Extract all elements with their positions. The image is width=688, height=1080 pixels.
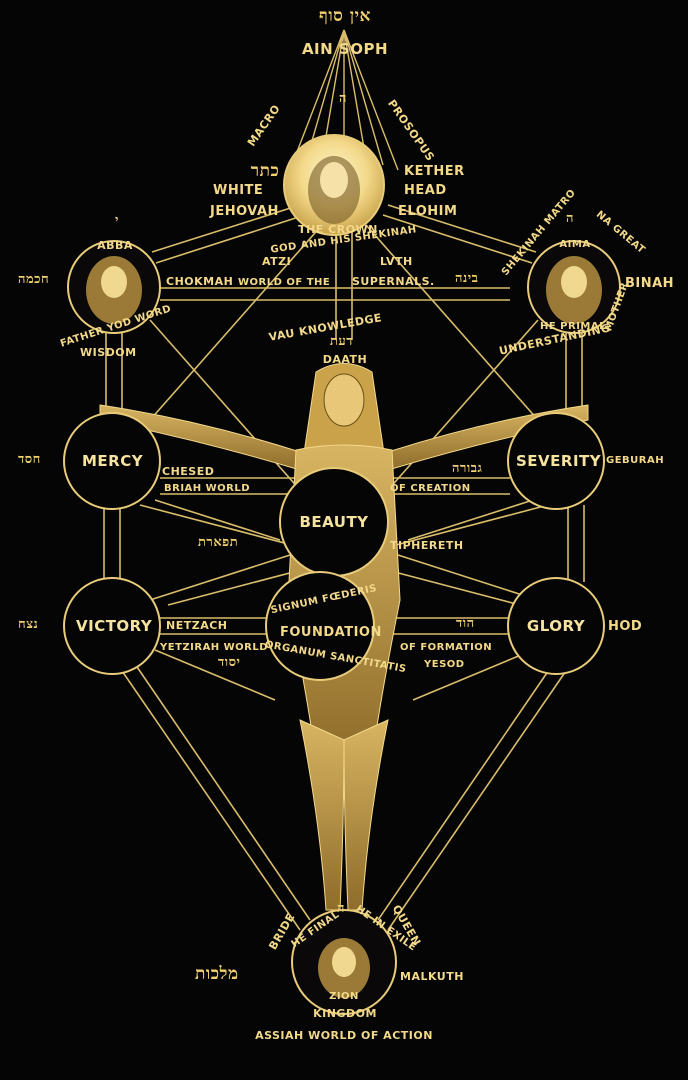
hod-label: HOD: [608, 620, 642, 633]
luth-label: LVTH: [380, 256, 413, 267]
severity-hebrew: גבורה: [452, 462, 482, 475]
glory-label: GLORY: [520, 619, 592, 634]
daath-label: DAATH: [320, 354, 370, 365]
malkuth-label: MALKUTH: [400, 971, 464, 982]
atzi-label: ATZI: [262, 256, 291, 267]
chesed-label: CHESED: [162, 466, 214, 477]
yesod-hebrew: יסוד: [218, 656, 240, 669]
binah-label: BINAH: [625, 277, 674, 290]
glory-hebrew: הוד: [456, 617, 475, 630]
beauty-label: BEAUTY: [294, 515, 374, 530]
kingdom-label: KINGDOM: [310, 1008, 380, 1019]
of-formation-label: OF FORMATION: [400, 643, 492, 653]
briah-world-label: BRIAH WORLD: [164, 484, 250, 494]
world-of-the-label: WORLD OF THE: [238, 278, 330, 288]
geburah-label: GEBURAH: [606, 456, 664, 466]
tiphereth-label: TIPHERETH: [390, 540, 464, 551]
assiah-world-label: ASSIAH WORLD OF ACTION: [248, 1030, 440, 1041]
binah-hebrew: בינה: [455, 272, 478, 285]
beauty-hebrew: תפארת: [198, 536, 238, 549]
severity-label: SEVERITY: [516, 454, 596, 469]
elohim-label: ELOHIM: [398, 205, 457, 218]
ain-soph-title: AIN SOPH: [290, 42, 400, 57]
binah-he-letter: ה: [566, 212, 574, 225]
foundation-label: FOUNDATION: [280, 626, 360, 639]
netzach-label: NETZACH: [166, 620, 228, 631]
sephiroth-circles: [64, 135, 620, 1014]
kether-hebrew: כתר: [240, 163, 290, 180]
yesod-label: YESOD: [424, 660, 465, 670]
of-creation-label: OF CREATION: [390, 484, 471, 494]
abba-label: ABBA: [90, 240, 140, 251]
victory-label: VICTORY: [76, 619, 148, 634]
mercy-hebrew: חסד: [18, 453, 41, 466]
kether-he-letter: ה: [328, 92, 358, 105]
kether-label: KETHER: [404, 165, 465, 178]
ain-soph-hebrew: אין סוף: [305, 8, 385, 25]
white-label: WHITE: [213, 184, 263, 197]
zion-label: ZION: [324, 992, 364, 1002]
malkuth-hebrew: מלכות: [195, 966, 239, 983]
yod-letter: י: [110, 214, 124, 227]
yetzirah-world-label: YETZIRAH WORLD: [160, 643, 268, 653]
mercy-label: MERCY: [82, 454, 142, 469]
head-label: HEAD: [404, 184, 447, 197]
chokmah-label: CHOKMAH: [166, 276, 233, 287]
supernals-label: SUPERNALS.: [352, 276, 435, 287]
jehovah-label: JEHOVAH: [210, 205, 279, 218]
wisdom-label: WISDOM: [80, 347, 137, 358]
daath-hebrew: דעת: [330, 335, 353, 348]
chokmah-hebrew: חכמה: [18, 273, 49, 286]
victory-hebrew: נצח: [18, 618, 38, 631]
aima-label: AIMA: [550, 240, 600, 250]
